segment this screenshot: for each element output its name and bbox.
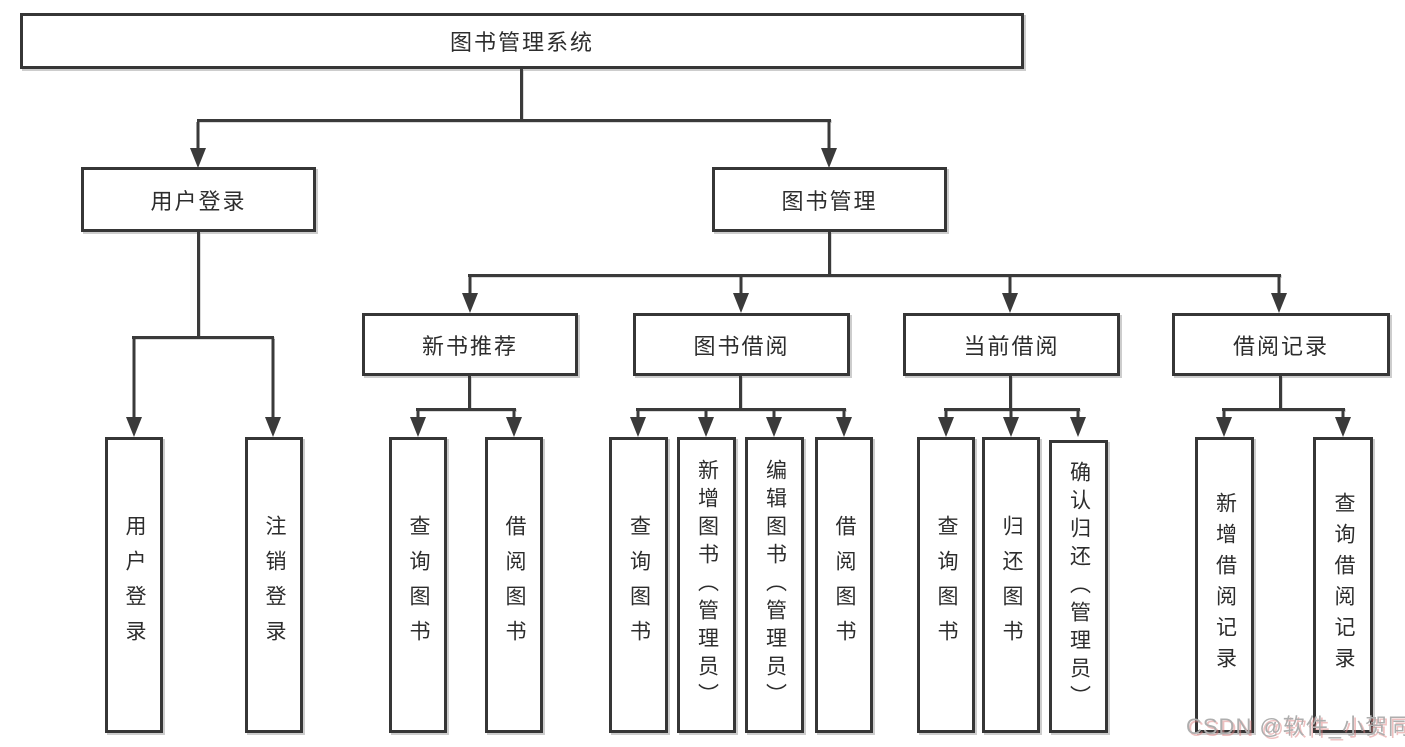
connector-arrow-down (1271, 277, 1287, 313)
connector-line (197, 232, 200, 336)
connector-arrow-down (1335, 411, 1351, 437)
connector-line (132, 336, 274, 339)
connector-line (739, 376, 742, 408)
connector-line (416, 408, 516, 411)
leaf-return-book: 归还图书 (982, 437, 1040, 733)
connector-arrow-down (410, 411, 426, 437)
node-root: 图书管理系统 (20, 13, 1024, 69)
connector-arrow-down (836, 411, 852, 437)
connector-arrow-down (1070, 411, 1086, 437)
connector-line (197, 119, 831, 122)
node-book-borrow: 图书借阅 (633, 313, 850, 376)
connector-arrow-down (733, 277, 749, 313)
connector-line (468, 274, 1281, 277)
connector-line (1009, 376, 1012, 408)
leaf-confirm-return-admin: 确认归还（管理员） (1049, 440, 1108, 733)
connector-arrow-down (506, 411, 522, 437)
node-user-login: 用户登录 (81, 167, 316, 232)
connector-arrow-down (190, 122, 206, 168)
connector-arrow-down (1002, 277, 1018, 313)
connector-arrow-down (1216, 411, 1232, 437)
connector-arrow-down (938, 411, 954, 437)
leaf-query-borrow-record: 查询借阅记录 (1313, 437, 1373, 733)
leaf-user-login: 用户登录 (105, 437, 163, 733)
node-borrow-record: 借阅记录 (1172, 313, 1390, 376)
connector-arrow-down (462, 277, 478, 313)
leaf-add-book-admin: 新增图书（管理员） (677, 437, 736, 733)
connector-line (520, 69, 523, 119)
leaf-edit-book-admin: 编辑图书（管理员） (745, 437, 804, 733)
node-book-management: 图书管理 (712, 167, 947, 232)
connector-arrow-down (265, 339, 281, 437)
connector-line (944, 408, 1080, 411)
connector-line (636, 408, 846, 411)
node-current-borrow: 当前借阅 (903, 313, 1120, 376)
connector-line (468, 376, 471, 408)
leaf-query-book-1: 查询图书 (389, 437, 447, 733)
connector-arrow-down (698, 411, 714, 437)
leaf-logout-login: 注销登录 (245, 437, 303, 733)
connector-line (1279, 376, 1282, 408)
connector-line (1222, 408, 1345, 411)
connector-arrow-down (126, 339, 142, 437)
watermark: CSDN @软件_小贺同学 (1186, 714, 1405, 739)
connector-arrow-down (766, 411, 782, 437)
leaf-borrow-book-2: 借阅图书 (815, 437, 873, 733)
leaf-query-book-2: 查询图书 (609, 437, 668, 733)
connector-line (828, 232, 831, 274)
leaf-add-borrow-record: 新增借阅记录 (1195, 437, 1254, 733)
connector-arrow-down (1003, 411, 1019, 437)
connector-arrow-down (821, 122, 837, 168)
node-new-book-recommend: 新书推荐 (362, 313, 578, 376)
leaf-query-book-3: 查询图书 (917, 437, 975, 733)
leaf-borrow-book-1: 借阅图书 (485, 437, 543, 733)
connector-arrow-down (630, 411, 646, 437)
